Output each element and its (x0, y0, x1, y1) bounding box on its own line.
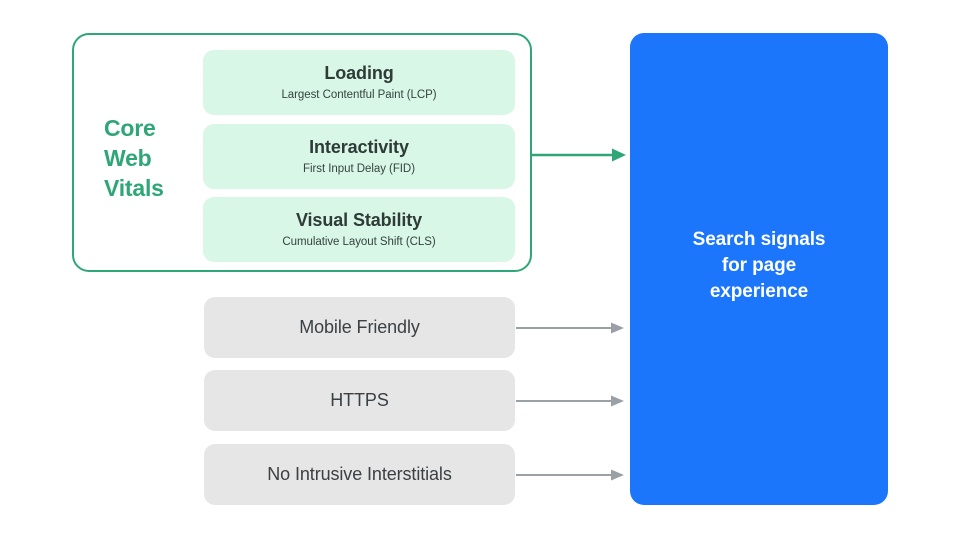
arrow-https (516, 395, 624, 407)
arrow-no-intrusive-interstitials (516, 469, 624, 481)
vital-card-loading[interactable]: Loading Largest Contentful Paint (LCP) (203, 50, 515, 115)
core-web-vitals-group (72, 33, 532, 272)
search-signals-text: Search signals for page experience (693, 227, 826, 311)
vital-card-title: Visual Stability (295, 210, 423, 230)
search-signals-line-1: Search signals (692, 229, 826, 250)
core-web-vitals-label-line-1: Core (104, 115, 156, 141)
signal-box-label: No Intrusive Interstitials (267, 464, 452, 484)
vital-card-subtitle: First Input Delay (FID) (303, 163, 415, 175)
search-signals-line-3: experience (709, 281, 809, 302)
signal-box-label: HTTPS (330, 390, 389, 410)
vital-card-visual-stability[interactable]: Visual Stability Cumulative Layout Shift… (203, 197, 515, 262)
signal-box-no-intrusive-interstitials[interactable]: No Intrusive Interstitials (204, 444, 515, 505)
vital-card-subtitle: Cumulative Layout Shift (CLS) (282, 236, 436, 248)
core-web-vitals-label-line-3: Vitals (104, 175, 164, 201)
arrow-core-web-vitals (532, 148, 626, 162)
signal-box-mobile-friendly[interactable]: Mobile Friendly (204, 297, 515, 358)
arrow-mobile-friendly (516, 322, 624, 334)
vital-card-subtitle: Largest Contentful Paint (LCP) (281, 89, 437, 101)
vital-card-title: Loading (324, 63, 394, 83)
search-signals-line-2: for page (721, 255, 797, 276)
core-web-vitals-label: Core Web Vitals (104, 113, 196, 203)
core-web-vitals-label-line-2: Web (104, 145, 152, 171)
vital-card-interactivity[interactable]: Interactivity First Input Delay (FID) (203, 124, 515, 189)
search-signals-box[interactable]: Search signals for page experience (630, 33, 888, 505)
signal-box-https[interactable]: HTTPS (204, 370, 515, 431)
vital-card-title: Interactivity (309, 137, 409, 157)
signal-box-label: Mobile Friendly (299, 317, 420, 337)
